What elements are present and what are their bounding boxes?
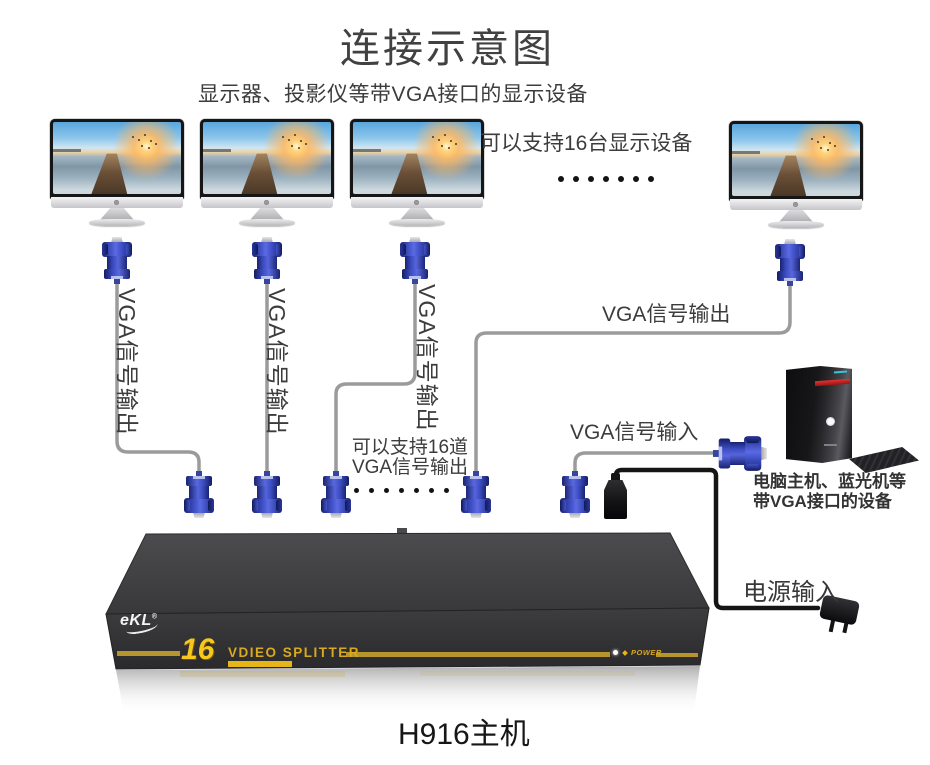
camera-dot (114, 200, 119, 205)
host-caption: H916主机 (398, 718, 530, 751)
panel-text: VDIEO SPLITTER (228, 645, 361, 660)
support-displays-label: 可以支持16台显示设备 (480, 132, 693, 155)
brand-logo: eKL® (120, 612, 158, 629)
monitor-2 (200, 119, 334, 227)
vga-connector-down-4 (461, 471, 491, 518)
vga-connector-down-input (560, 471, 590, 518)
tower-drive-slot (833, 370, 847, 374)
vga-output-label-3: VGA信号输出 (414, 284, 440, 432)
model-number: 16 (181, 633, 215, 666)
power-input-label: 电源输入 (743, 579, 839, 606)
iec-connector-boot (611, 473, 620, 482)
source-device-caption: 电脑主机、蓝光机等 带VGA接口的设备 (753, 472, 906, 511)
ellipsis-dots-top (558, 176, 663, 182)
splitter-reflection (116, 666, 700, 714)
power-cable (613, 467, 821, 611)
vga-output-label-2: VGA信号输出 (264, 288, 290, 436)
monitor-1 (50, 119, 184, 227)
iec-power-connector (604, 480, 627, 519)
splitter-top-latch (397, 528, 407, 534)
vga-cable-input (573, 451, 718, 475)
monitor-3 (350, 119, 484, 227)
reflection-glow-2 (420, 671, 635, 676)
subtitle: 显示器、投影仪等带VGA接口的显示设备 (198, 83, 588, 106)
front-stripe (117, 651, 698, 657)
tower-logo (826, 417, 835, 426)
vga-cable-3 (334, 281, 417, 475)
vga-cable-4 (474, 285, 792, 475)
vga-output-label-4: VGA信号输出 (602, 303, 731, 326)
monitor-screen (53, 122, 181, 194)
reflection-glow (180, 671, 345, 677)
computer-tower (786, 366, 852, 463)
page-title: 连接示意图 (340, 27, 555, 71)
vga-connector-input-horizontal (712, 436, 767, 471)
tower-red-stripe (815, 378, 851, 387)
vga-connector-up-2 (252, 237, 282, 284)
vga-connector-up-3 (400, 237, 430, 284)
panel-badge (228, 661, 292, 667)
vga-output-label-1: VGA信号输出 (114, 288, 140, 436)
support-channels-label: 可以支持16道 VGA信号输出 (351, 437, 469, 478)
power-led-label: POWER (631, 648, 662, 657)
vga-connector-up-1 (102, 237, 132, 284)
vga-connector-down-3 (321, 471, 351, 518)
vga-cables (115, 281, 792, 475)
ellipsis-dots-mid (354, 488, 459, 493)
power-led (613, 650, 618, 655)
vga-connector-down-2 (252, 471, 282, 518)
vga-connector-down-1 (184, 471, 214, 518)
splitter-top-face (105, 532, 710, 615)
vga-metal-tip (111, 237, 123, 243)
vga-cable-1 (115, 281, 201, 475)
monitor-4 (729, 121, 863, 229)
vga-input-label: VGA信号输入 (570, 421, 699, 444)
vga-connector-up-4 (775, 239, 805, 286)
